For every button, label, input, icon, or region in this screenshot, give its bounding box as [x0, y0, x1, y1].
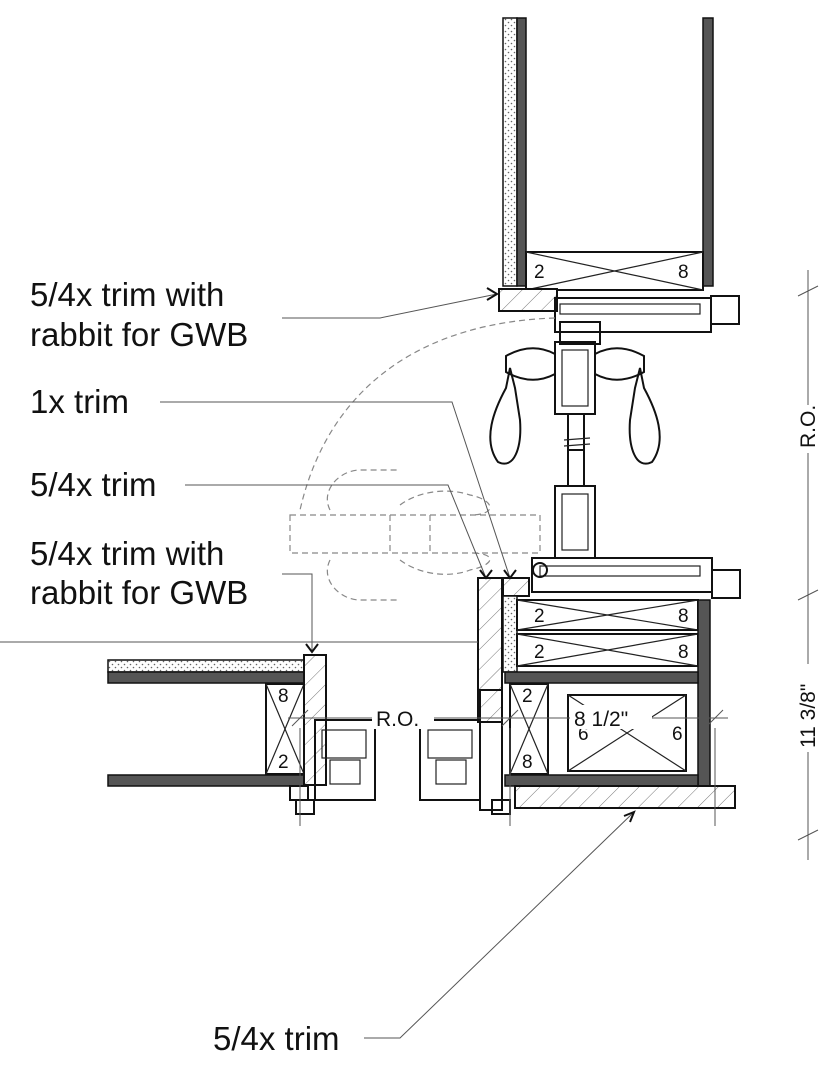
right-stud-mark-bottom: 8 [522, 752, 533, 773]
bottom-dimension-string: R.O. 8 1/2" [288, 705, 728, 826]
upper-wall [498, 17, 714, 312]
post-mark-left: 6 [578, 724, 589, 745]
hinge-knuckle-icon [532, 562, 548, 578]
operable-sash [554, 341, 596, 559]
annotation-mid-trim: 5/4x trim [30, 466, 493, 580]
label-bottom-trim: 5/4x trim [213, 1020, 340, 1057]
dim-right-ro: R.O. [797, 405, 820, 448]
label-lower-trim-line1: 5/4x trim with [30, 535, 224, 572]
right-stud-mark-top: 2 [522, 686, 533, 707]
arrow-icon [623, 810, 636, 823]
lever-handle-left-icon [489, 347, 556, 465]
annotation-bottom-trim: 5/4x trim [213, 810, 636, 1057]
right-dimension-string: R.O. 11 3/8" [797, 270, 820, 860]
top-header-mark-right: 8 [678, 262, 689, 283]
label-lower-trim-line2: rabbit for GWB [30, 574, 248, 611]
arrow-icon [305, 643, 319, 654]
lever-handle-right-icon [594, 347, 661, 465]
annotation-top-trim: 5/4x trim with rabbit for GWB [30, 276, 499, 353]
arrow-icon [503, 569, 517, 580]
one-x-trim [502, 577, 530, 597]
header-b-mark-right: 8 [678, 642, 689, 663]
header-a-mark-left: 2 [534, 606, 545, 627]
door-swing-arc [289, 317, 556, 601]
post-mark-right: 6 [672, 724, 683, 745]
annotation-1x-trim: 1x trim [30, 383, 517, 580]
arrow-icon [486, 287, 499, 301]
label-mid-trim: 5/4x trim [30, 466, 157, 503]
label-1x-trim: 1x trim [30, 383, 129, 420]
mid-5-4-trim [477, 577, 503, 723]
top-trim-with-rabbit [498, 288, 558, 312]
arrow-icon [479, 569, 493, 580]
right-wall-assembly [477, 577, 736, 809]
label-top-trim-line2: rabbit for GWB [30, 316, 248, 353]
header-b-mark-left: 2 [534, 642, 545, 663]
dim-right-depth: 11 3/8" [797, 684, 820, 748]
label-top-trim-line1: 5/4x trim with [30, 276, 224, 313]
left-stud-mark-bottom: 2 [278, 752, 289, 773]
dim-bottom-width: 8 1/2" [574, 708, 628, 731]
bottom-5-4-trim [514, 785, 736, 809]
dim-bottom-ro: R.O. [376, 708, 419, 731]
top-header-mark-left: 2 [534, 262, 545, 283]
left-stud-mark-top: 8 [278, 686, 289, 707]
lower-window-frame [531, 557, 741, 599]
frame-profile-right [419, 689, 511, 815]
upper-window-frame [554, 295, 740, 345]
annotation-lower-trim: 5/4x trim with rabbit for GWB [0, 535, 478, 654]
frame-profile-left [295, 719, 376, 815]
header-a-mark-right: 8 [678, 606, 689, 627]
left-wall-assembly [107, 654, 327, 801]
